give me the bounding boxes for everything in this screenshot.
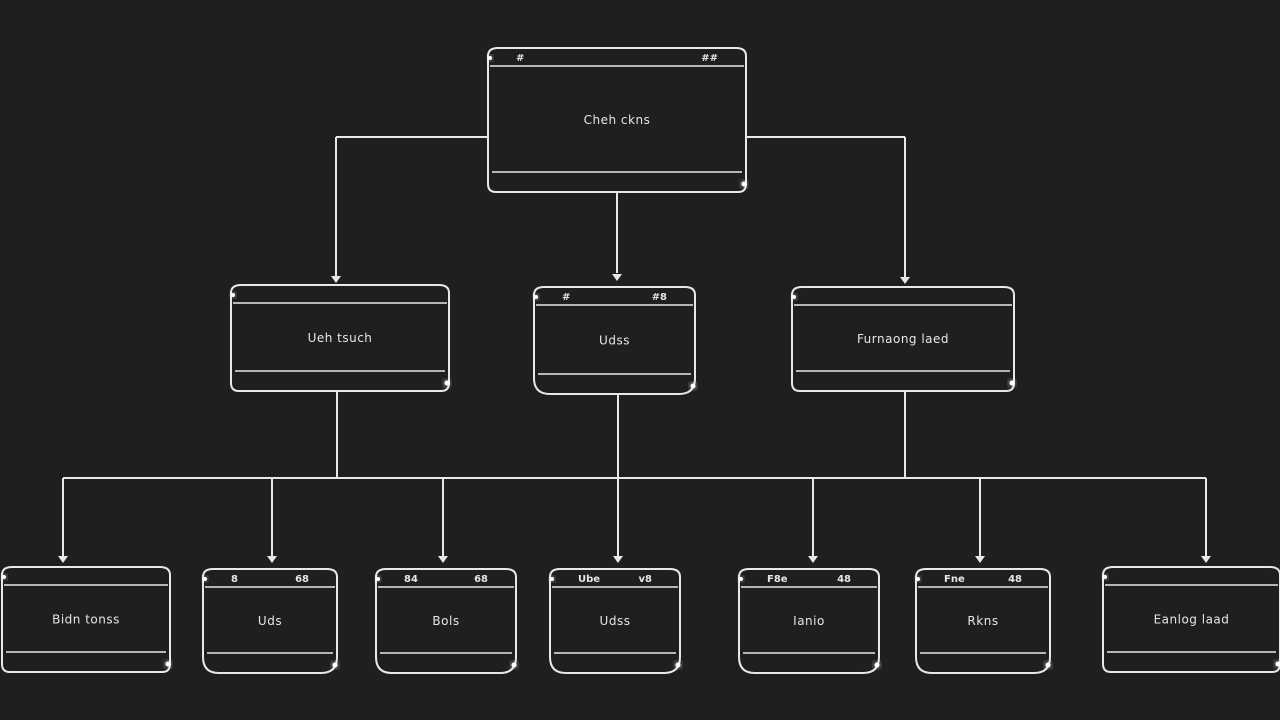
glow-highlight [690, 383, 696, 389]
node-glyph-left: 8 [231, 574, 238, 585]
glow-highlight [534, 295, 538, 299]
node-label: Cheh ckns [584, 113, 651, 127]
node-label: Bidn tonss [52, 613, 120, 627]
glow-highlight [1045, 662, 1051, 668]
glow-highlight [203, 577, 207, 581]
glow-highlight [1103, 575, 1107, 579]
node-outline [1102, 566, 1280, 673]
node-glyph-right: v8 [639, 574, 653, 585]
arrowhead [612, 274, 622, 281]
glow-highlight [511, 662, 517, 668]
glow-highlight [792, 295, 796, 299]
arrowhead [613, 556, 623, 563]
glow-highlight [488, 56, 492, 60]
connector-lines [58, 136, 1211, 563]
glow-highlight [741, 181, 747, 187]
glow-highlight [231, 293, 235, 297]
leaf-node-6[interactable]: Eanlog laad [1102, 566, 1280, 673]
glow-highlight [874, 662, 880, 668]
glow-highlight [376, 577, 380, 581]
node-outline [202, 568, 338, 674]
middle-node-0[interactable]: Ueh tsuch [230, 284, 450, 392]
node-glyph-left: 84 [404, 574, 418, 585]
glow-highlight [739, 577, 743, 581]
arrowhead [438, 556, 448, 563]
middle-node-2[interactable]: Furnaong laed [791, 286, 1015, 392]
node-glyph-right: 48 [1008, 574, 1022, 585]
node-outline [915, 568, 1051, 674]
leaf-node-5[interactable]: Rkns Fne 48 [915, 568, 1051, 674]
glow-highlight [550, 577, 554, 581]
glow-highlight [675, 662, 681, 668]
node-outline [375, 568, 517, 674]
arrowhead [975, 556, 985, 563]
node-label: Ueh tsuch [308, 331, 373, 345]
leaf-node-3[interactable]: Udss Ube v8 [549, 568, 681, 674]
node-label: Rkns [967, 614, 998, 628]
node-outline [533, 286, 696, 395]
node-label: Bols [432, 614, 459, 628]
node-glyph-left: Fne [944, 574, 965, 585]
node-glyph-right: 68 [474, 574, 488, 585]
node-glyph-left: F8e [767, 574, 788, 585]
glow-highlight [1275, 661, 1280, 667]
leaf-node-4[interactable]: Ianio F8e 48 [738, 568, 880, 674]
node-label: Eanlog laad [1154, 613, 1230, 627]
node-outline [549, 568, 681, 674]
glow-highlight [2, 575, 6, 579]
node-label: Uds [258, 614, 282, 628]
arrowhead [267, 556, 277, 563]
node-glyph-right: ## [701, 53, 718, 64]
node-glyph-right: 68 [295, 574, 309, 585]
node-glyph-left: # [562, 292, 570, 303]
arrowhead [1201, 556, 1211, 563]
glow-highlight [444, 380, 450, 386]
leaf-node-1[interactable]: Uds 8 68 [202, 568, 338, 674]
node-glyph-left: # [516, 53, 524, 64]
glow-highlight [1009, 380, 1015, 386]
node-glyph-right: 48 [837, 574, 851, 585]
node-label: Ianio [793, 614, 825, 628]
glow-highlight [165, 661, 171, 667]
root-node[interactable]: Cheh ckns### [487, 47, 747, 193]
glow-highlight [916, 577, 920, 581]
arrowhead [808, 556, 818, 563]
glow-highlight [332, 662, 338, 668]
node-label: Udss [599, 334, 630, 348]
leaf-node-0[interactable]: Bidn tonss [1, 566, 171, 673]
node-glyph-left: Ube [578, 574, 600, 585]
node-glyph-right: #8 [652, 292, 667, 303]
arrowhead [331, 276, 341, 283]
node-outline [738, 568, 880, 674]
arrowhead [900, 277, 910, 284]
node-label: Furnaong laed [857, 332, 949, 346]
arrowhead [58, 556, 68, 563]
middle-node-1[interactable]: Udss # #8 [533, 286, 696, 395]
leaf-node-2[interactable]: Bols 84 68 [375, 568, 517, 674]
node-label: Udss [600, 614, 631, 628]
